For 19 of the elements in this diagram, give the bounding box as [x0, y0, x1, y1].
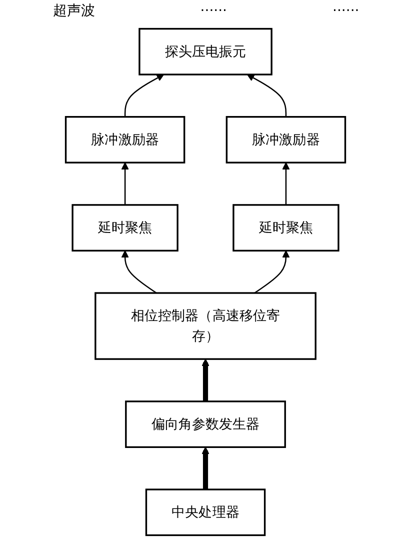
arrow — [202, 446, 210, 490]
node-box: 脉冲激励器 — [226, 116, 347, 164]
node-box: 脉冲激励器 — [65, 116, 186, 164]
arrow — [247, 74, 288, 117]
arrow — [202, 358, 210, 402]
node-box: 中央处理器 — [146, 488, 266, 536]
arrow — [124, 74, 165, 117]
arrow — [122, 162, 130, 205]
ellipsis-text: ······ — [200, 3, 227, 19]
node-box: 延时聚焦 — [72, 204, 179, 252]
ellipsis-text: ······ — [332, 3, 360, 19]
arrow — [122, 250, 158, 294]
node-box: 偏向角参数发生器 — [126, 400, 286, 448]
arrow — [282, 162, 290, 205]
note-text: 超声波 — [52, 2, 95, 20]
node-box: 探头压电振元 — [139, 28, 273, 76]
node-box: 延时聚焦 — [233, 204, 340, 252]
arrow — [254, 250, 290, 294]
node-box: 相位控制器（高速移位寄存） — [95, 292, 317, 360]
